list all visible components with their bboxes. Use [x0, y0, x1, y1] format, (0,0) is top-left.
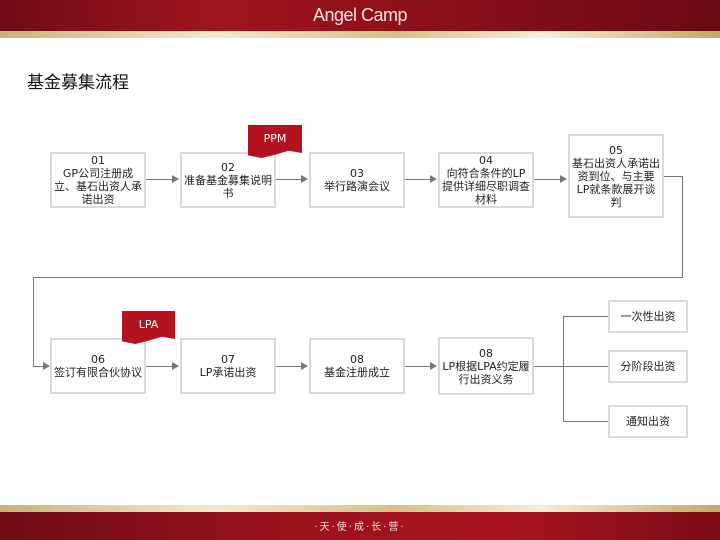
arrow-line	[146, 179, 173, 180]
footer-divider	[0, 505, 720, 512]
step-number: 02	[221, 160, 235, 174]
connector-line	[33, 366, 43, 367]
step-number: 06	[91, 353, 105, 366]
step-number: 04	[479, 154, 493, 167]
arrow-head-icon	[172, 362, 179, 370]
arrow-head-icon	[430, 362, 437, 370]
arrow-line	[405, 366, 431, 367]
bracket-line	[563, 366, 608, 367]
connector-line	[33, 277, 34, 366]
arrow-head-icon	[430, 175, 437, 183]
step-text: 准备基金募集说明书	[184, 173, 272, 200]
bracket-line	[563, 421, 608, 422]
arrow-head-icon	[172, 175, 179, 183]
step-text: GP公司注册成立、基石出资人承诺出资	[54, 167, 142, 206]
step-text: 举行路演会议	[324, 180, 390, 193]
header-divider	[0, 31, 720, 38]
footer-slogan: ·天·使·成·长·营·	[314, 522, 406, 533]
step-number: 08	[350, 353, 364, 366]
step-number: 03	[350, 167, 364, 180]
option-staged: 分阶段出资	[608, 350, 688, 383]
brand-logo: Angel Camp	[312, 5, 408, 25]
step-text: 基石出资人承诺出资到位、与主要LP就条款展开谈判	[572, 156, 660, 209]
bracket-line	[563, 316, 564, 422]
arrow-head-icon	[560, 175, 567, 183]
arrow-line	[146, 366, 173, 367]
page-title: 基金募集流程	[27, 73, 129, 93]
footer-banner: ·天·使·成·长·营·	[0, 512, 720, 540]
step-text: LP承诺出资	[199, 366, 257, 379]
step-number: 08	[479, 346, 493, 360]
arrow-head-icon	[301, 175, 308, 183]
step-number: 07	[220, 353, 235, 366]
step-text: 向符合条件的LP提供详细尽职调查材料	[442, 167, 530, 206]
connector-line	[682, 176, 683, 278]
option-on-notice: 通知出资	[608, 405, 688, 438]
step-text: 签订有限合伙协议	[54, 366, 142, 379]
arrow-head-icon	[301, 362, 308, 370]
bracket-line	[534, 366, 563, 367]
option-lump-sum: 一次性出资	[608, 300, 688, 333]
lpa-flag: LPA	[122, 311, 175, 344]
header-banner: Angel Camp	[0, 0, 720, 31]
step-text: 基金注册成立	[324, 366, 390, 379]
connector-line	[33, 277, 683, 278]
connector-line	[664, 176, 683, 177]
arrow-line	[405, 179, 431, 180]
bracket-line	[563, 316, 608, 317]
arrow-line	[276, 179, 302, 180]
arrow-line	[534, 179, 561, 180]
step-number: 01	[91, 154, 105, 167]
step-text: LP根据LPA约定履行出资义务	[442, 359, 530, 386]
arrow-line	[276, 366, 302, 367]
arrow-head-icon	[43, 362, 50, 370]
step-number: 05	[609, 143, 623, 157]
ppm-flag: PPM	[248, 125, 302, 158]
